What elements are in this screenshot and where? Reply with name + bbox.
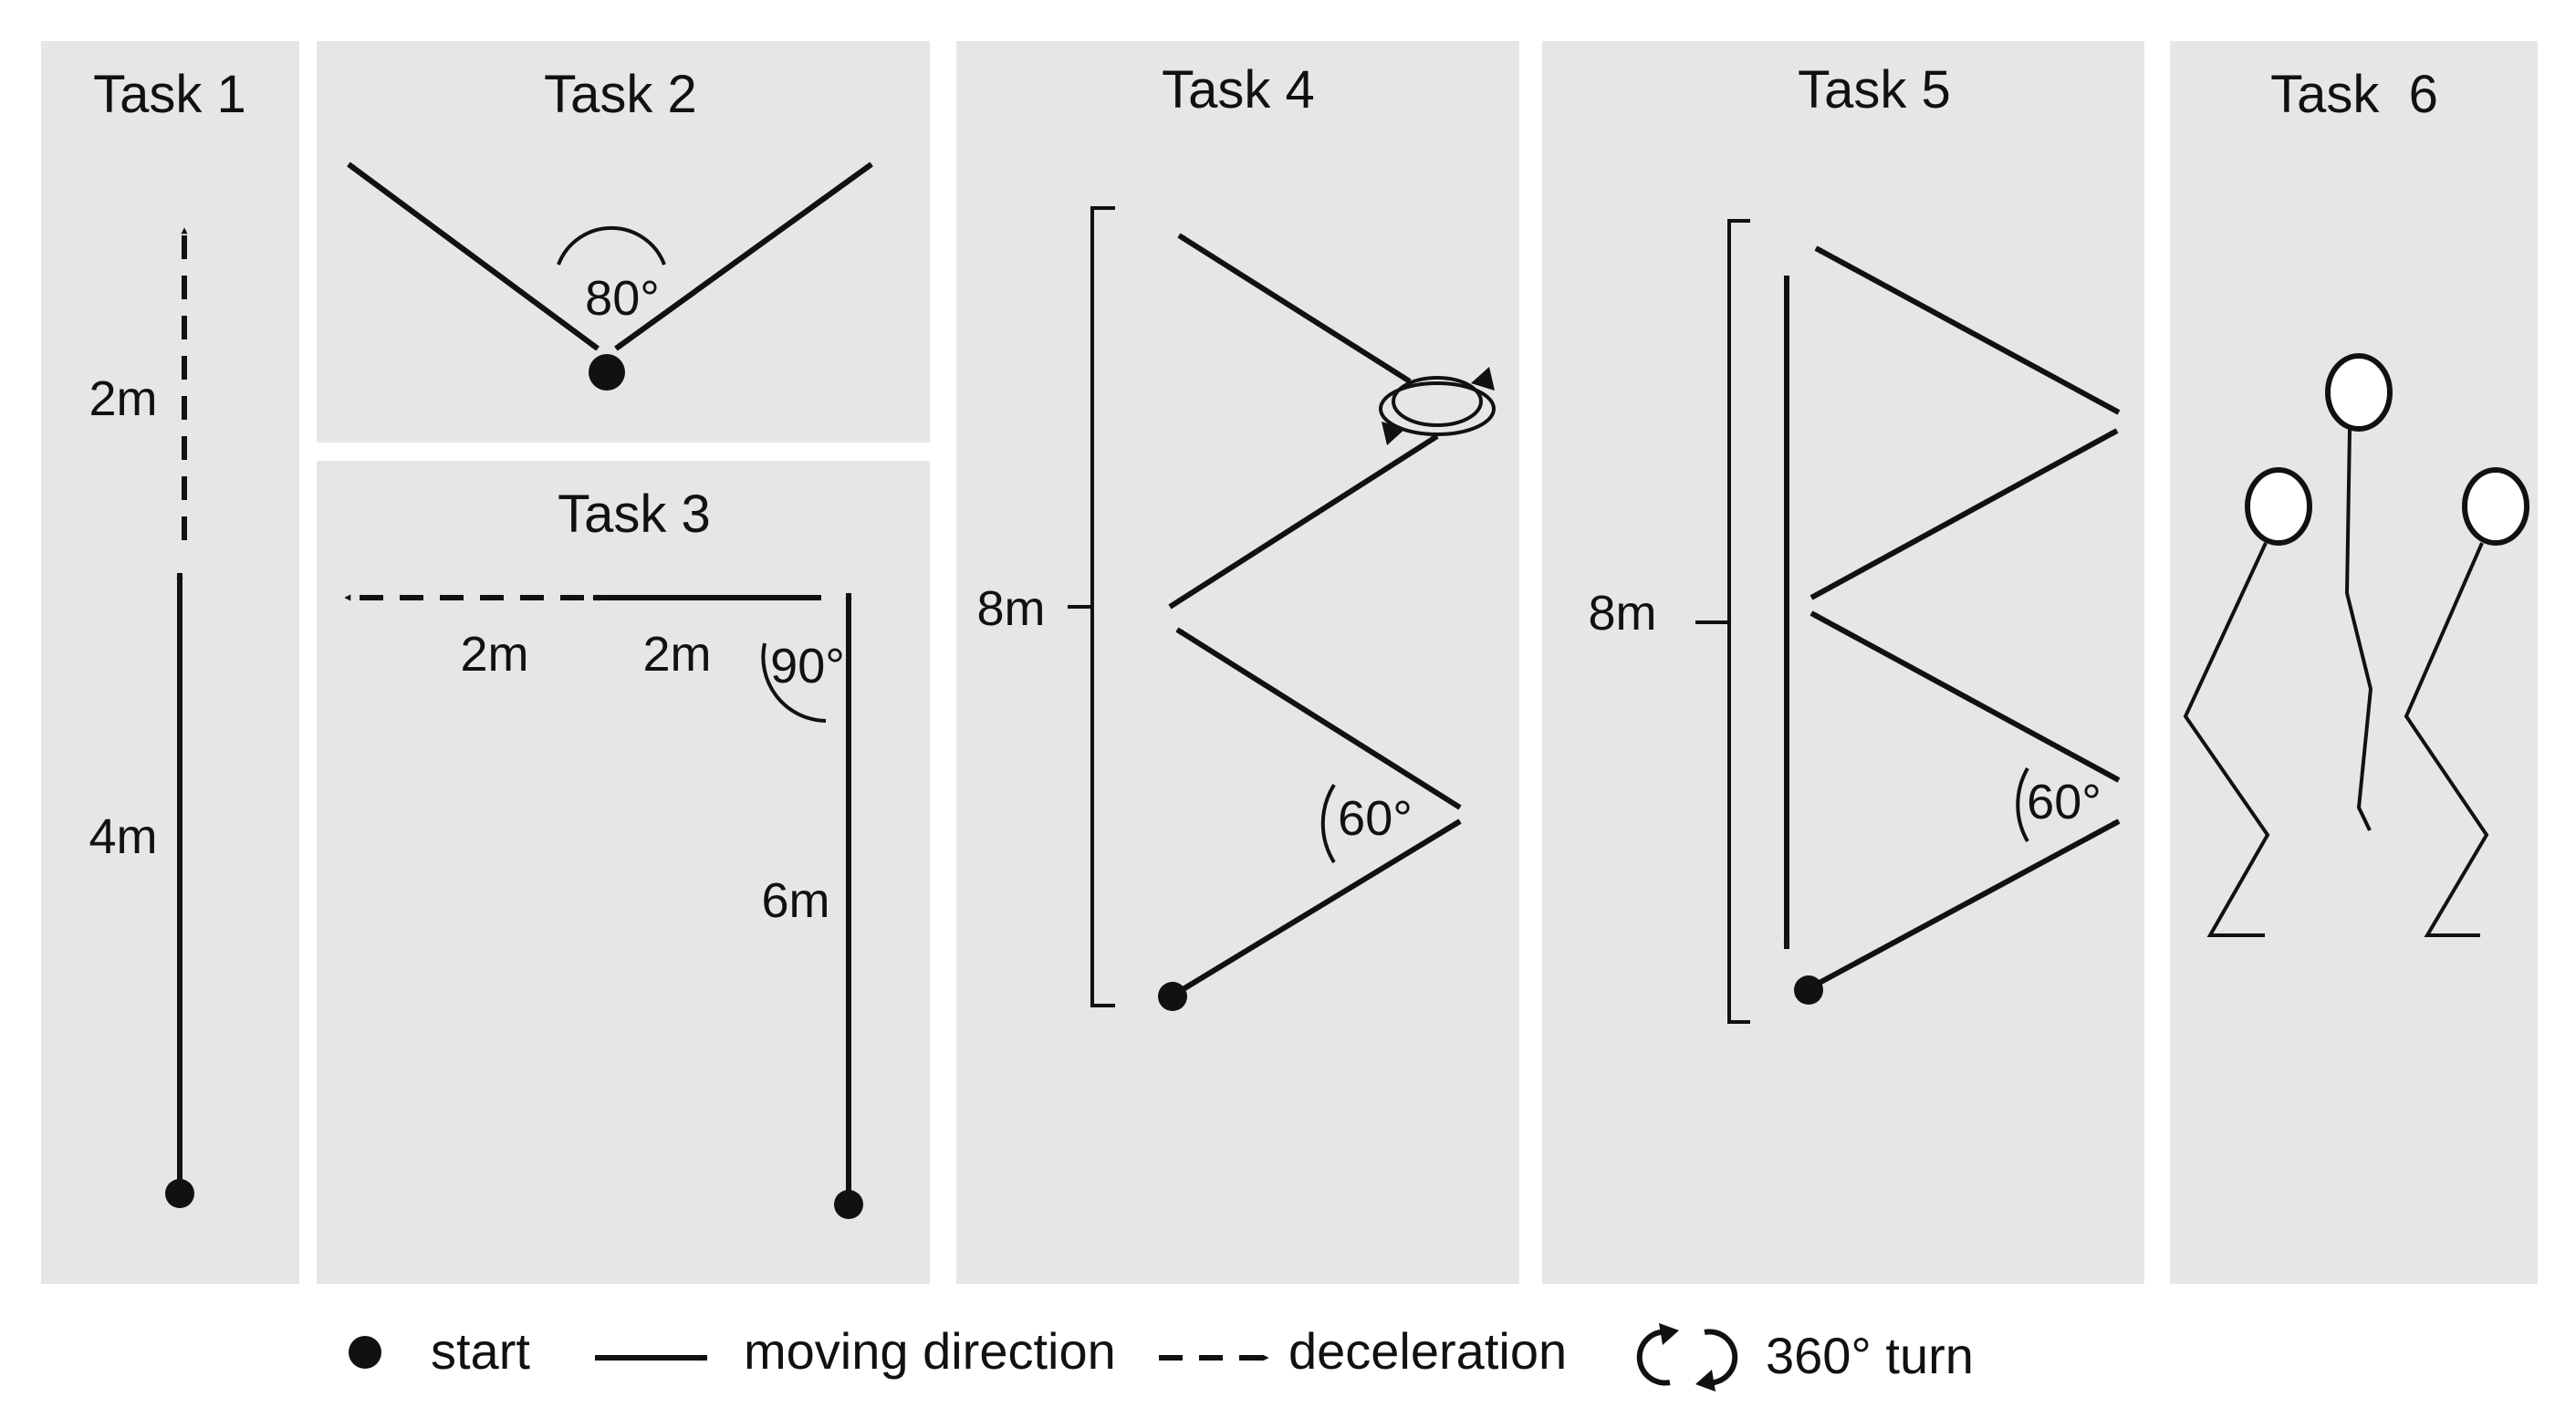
task4-bracket xyxy=(1068,206,1115,1007)
task4-leg1-arrow xyxy=(1180,818,1462,993)
task4-path: 8m 60° xyxy=(976,206,1496,1011)
task4-label-angle: 60° xyxy=(1338,791,1413,846)
task4-leg2-arrow xyxy=(1175,627,1462,810)
legend: start moving direction deceleration 360°… xyxy=(349,1322,1974,1392)
legend-moving-label: moving direction xyxy=(744,1322,1116,1380)
task3-path: 2m 2m 90° 6m xyxy=(344,592,863,1219)
task3-label-angle: 90° xyxy=(770,639,845,693)
task2-start-dot xyxy=(589,354,625,391)
task4-leg3-arrow xyxy=(1168,433,1439,610)
task1-start-dot xyxy=(165,1179,194,1208)
task4-label-8m: 8m xyxy=(976,581,1045,636)
panel-task3 xyxy=(317,461,930,1284)
task5-angle-arc xyxy=(2016,767,2029,842)
task4-start-dot xyxy=(1158,982,1187,1011)
task5-leg1-arrow xyxy=(1816,818,2121,986)
task6-title: Task 6 xyxy=(2270,65,2438,124)
task3-label-2m-decel: 2m xyxy=(460,627,528,682)
task1-label-2m: 2m xyxy=(89,371,157,426)
task3-title: Task 3 xyxy=(558,485,711,544)
task6-figures xyxy=(2183,353,2529,937)
task5-title: Task 5 xyxy=(1798,60,1951,120)
legend-turn-icon xyxy=(1636,1323,1738,1392)
task3-label-6m: 6m xyxy=(761,873,829,928)
task4-title: Task 4 xyxy=(1162,60,1315,120)
task3-label-2m-side: 2m xyxy=(642,627,711,682)
task5-leg4-arrow xyxy=(1814,245,2121,415)
task5-start-dot xyxy=(1794,975,1823,1005)
panel-task6 xyxy=(2170,41,2538,1284)
legend-start-label: start xyxy=(431,1322,530,1380)
task2-title: Task 2 xyxy=(544,65,697,124)
stick-figure-middle xyxy=(2325,353,2393,831)
panel-task5 xyxy=(1542,41,2144,1284)
task2-label-angle: 80° xyxy=(585,271,660,326)
task2-angle-arc xyxy=(557,225,666,266)
task1-label-4m: 4m xyxy=(89,809,157,864)
task5-leg3-arrow xyxy=(1809,428,2119,600)
legend-turn-label: 360° turn xyxy=(1766,1327,1974,1384)
task4-angle-arc xyxy=(1320,783,1336,864)
legend-decel-label: deceleration xyxy=(1288,1322,1567,1380)
task5-leg2-arrow xyxy=(1809,610,2121,783)
task2-right-arrow-in xyxy=(614,162,873,351)
task5-bracket xyxy=(1695,219,1750,1024)
task2-left-arrow-in xyxy=(347,162,600,351)
task4-leg4-arrow xyxy=(1177,233,1412,384)
task1-path: 2m 4m xyxy=(89,227,194,1208)
task4-turn-icon xyxy=(1379,367,1496,445)
legend-start-dot xyxy=(349,1336,381,1369)
panel-task1 xyxy=(41,41,299,1284)
panel-task4 xyxy=(956,41,1519,1284)
stick-figure-right xyxy=(2404,467,2529,937)
task3-angle-arc xyxy=(761,642,827,723)
task5-label-8m: 8m xyxy=(1588,586,1656,641)
stick-figure-left xyxy=(2183,467,2312,937)
task1-title: Task 1 xyxy=(93,65,246,124)
task5-label-angle: 60° xyxy=(2027,775,2101,829)
task2-path: 80° xyxy=(347,162,873,391)
task3-start-dot xyxy=(834,1190,863,1219)
task5-path: 8m 60° xyxy=(1588,219,2121,1024)
